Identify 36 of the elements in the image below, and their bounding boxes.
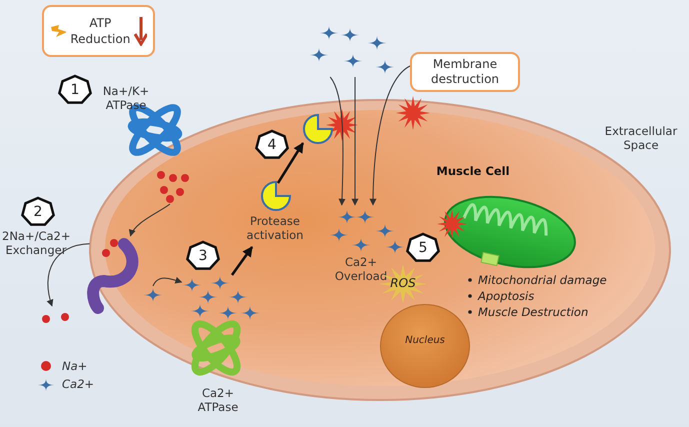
arrow [370,66,410,206]
callout-text: Membrane destruction [430,57,500,87]
text-label: Ca2+ ATPase [196,386,240,414]
step-number: 5 [418,240,428,256]
arrow [276,142,304,184]
text-label: Mitochondrial damage [478,273,608,287]
text-label: Extracellular Space [604,124,678,152]
ros-label: ROS [389,276,417,290]
arrow [230,246,254,276]
arrow [152,276,182,286]
text-label: Muscle Destruction [478,305,590,319]
overload-text: Ca2+ Overload [334,255,388,283]
step-hexagon [254,129,290,161]
step-number: 3 [198,248,208,264]
step-number: 2 [32,204,44,220]
text-label: Muscle Cell [435,164,511,178]
step-number: 1 [70,82,80,98]
arrow [352,76,358,206]
nucleus-label: Nucleus [404,335,446,346]
step-hexagon [20,196,56,228]
legend-text: Na+ [62,359,88,373]
text-label: Apoptosis [478,289,536,303]
arrow [46,243,90,307]
step-hexagon [57,74,93,106]
callout-text: ATP Reduction [70,15,130,47]
callout-box [42,5,155,57]
arrow [330,76,346,206]
protease-text: Protease activation [246,214,304,242]
legend-text: Ca2+ [62,377,94,391]
arrow [130,204,170,237]
step-number: 4 [266,137,278,153]
step-hexagon [185,240,221,272]
text-label: 2Na+/Ca2+ Exchanger [2,229,70,257]
callout-box [410,52,520,92]
text-label: Na+/K+ ATPase [102,84,150,112]
step-hexagon [405,232,441,264]
